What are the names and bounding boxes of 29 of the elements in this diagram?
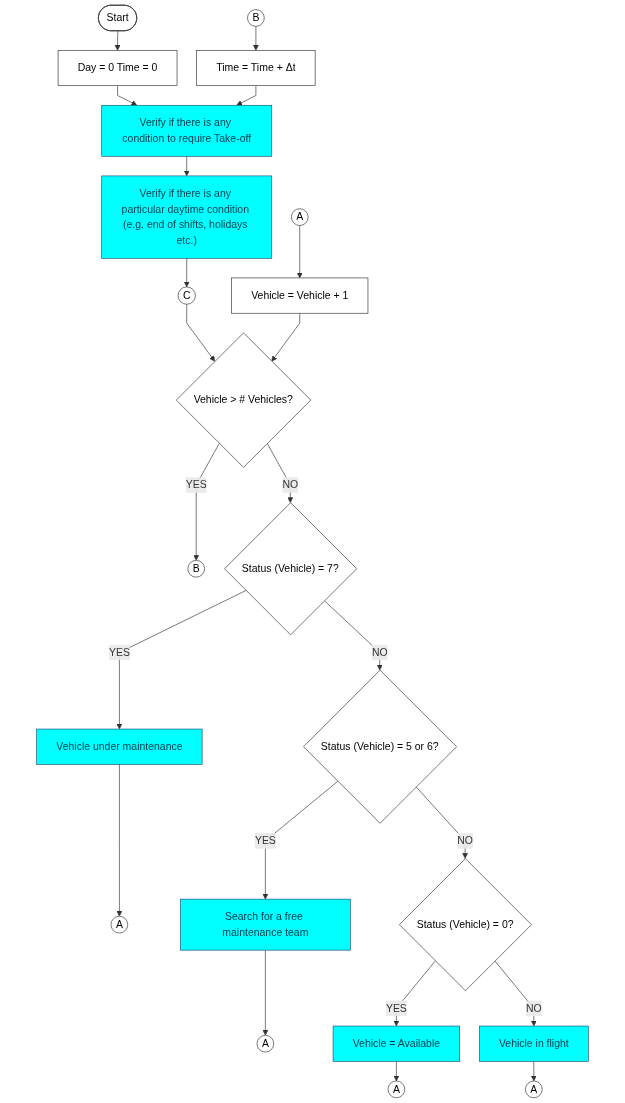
node-diamond: Status (Vehicle) = 0? (399, 858, 532, 992)
node-circle: A (110, 915, 129, 934)
edge-label: NO (282, 479, 299, 491)
node-box: Search for a free maintenance team (180, 898, 351, 951)
node-circle: A (256, 1035, 275, 1053)
node-circle: A (387, 1080, 406, 1099)
node-box: Verify if there is any condition to require Take-off (101, 104, 273, 157)
node-box: Vehicle under maintenance (36, 728, 203, 765)
edge-label: YES (185, 479, 207, 491)
node-circle: A (525, 1080, 543, 1099)
node-circle: B (247, 9, 265, 27)
node-box: Day = 0 Time = 0 (57, 50, 178, 86)
node-box: Vehicle = Available (332, 1025, 460, 1062)
node-diamond: Status (Vehicle) = 7? (224, 502, 358, 636)
edge-label: YES (254, 835, 276, 847)
node-diamond: Vehicle > # Vehicles? (176, 332, 312, 468)
node-circle: B (187, 560, 205, 578)
node-box: Vehicle = Vehicle + 1 (231, 277, 369, 314)
edge-label: YES (108, 646, 130, 658)
node-circle: C (177, 286, 196, 305)
node-box: Vehicle in flight (478, 1025, 589, 1062)
edge-label: YES (385, 1002, 407, 1014)
node-circle: A (291, 208, 309, 226)
node-box: Verify if there is any particular daytime condition (e.g. end of shifts, holidays etc.) (101, 175, 273, 259)
edge-label: NO (371, 646, 388, 658)
node-box: Time = Time + Δt (196, 50, 316, 86)
edge-label: NO (457, 835, 473, 847)
edge-label: NO (525, 1002, 542, 1014)
node-diamond: Status (Vehicle) = 5 or 6? (303, 669, 457, 824)
